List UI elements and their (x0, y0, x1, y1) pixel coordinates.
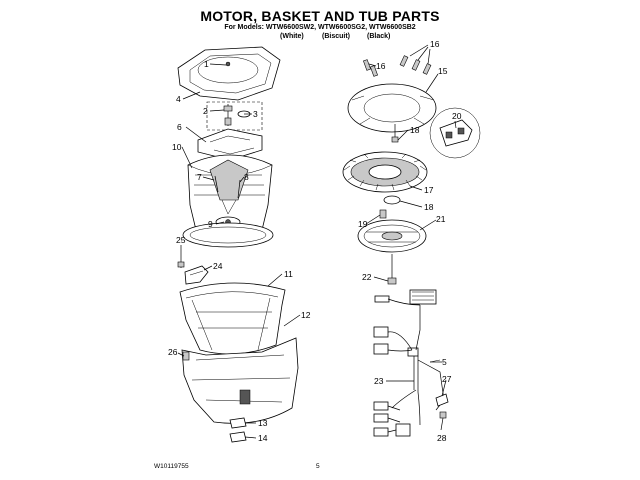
callout-15: 15 (438, 66, 448, 76)
callout-26: 26 (168, 347, 178, 357)
color-biscuit: (Biscuit) (322, 33, 350, 40)
part-22-rotor-nut (387, 254, 397, 285)
part-24-bracket (184, 265, 209, 285)
color-black: (Black) (367, 33, 391, 40)
callout-7: 7 (197, 172, 202, 182)
part-8-screw (237, 179, 241, 199)
callout-28: 28 (437, 433, 447, 443)
callout-17: 17 (424, 185, 434, 195)
part-4-balance-ring (177, 46, 281, 101)
tub-ring (182, 222, 274, 248)
callout-13: 13 (258, 418, 268, 428)
part-28-screw (439, 411, 447, 419)
callout-14: 14 (258, 433, 268, 443)
callout-22: 22 (362, 272, 372, 282)
part-25-screw (177, 248, 185, 268)
callout-20: 20 (452, 111, 462, 121)
part-20-sensor-bracket (429, 107, 481, 159)
part-6-agitator-cap (197, 128, 263, 161)
callout-6: 6 (177, 122, 182, 132)
leader-lines (177, 44, 457, 439)
callout-24: 24 (213, 261, 223, 271)
callout-3: 3 (253, 109, 258, 119)
part-16-pins (363, 55, 432, 77)
part-17-stator (342, 151, 428, 193)
page-title: MOTOR, BASKET AND TUB PARTS (200, 8, 440, 24)
callout-9: 9 (208, 219, 213, 229)
page-number: 5 (316, 463, 320, 470)
callout-25: 25 (176, 235, 186, 245)
part-7-screw (214, 175, 219, 193)
callout-27: 27 (442, 374, 452, 384)
callout-18-upper: 18 (410, 125, 420, 135)
callout-1: 1 (204, 59, 209, 69)
callout-18-lower: 18 (424, 202, 434, 212)
callout-2: 2 (203, 106, 208, 116)
model-list: For Models: WTW6600SW2, WTW6600SG2, WTW6… (224, 24, 416, 31)
part-15-mount-ring (347, 83, 437, 133)
part-27-clip (435, 393, 449, 407)
callout-16-right: 16 (430, 39, 440, 49)
callout-11: 11 (284, 269, 293, 279)
part-18-bolt-lower (383, 195, 401, 205)
callout-4: 4 (176, 94, 181, 104)
callout-16-left: 16 (376, 61, 386, 71)
document-number: W10119755 (154, 463, 189, 470)
callout-23: 23 (374, 376, 384, 386)
part-26-clip (182, 351, 190, 361)
part-18-bolt-upper (391, 124, 399, 143)
color-white: (White) (280, 33, 304, 40)
part-21-rotor (357, 219, 427, 253)
callout-21: 21 (436, 214, 446, 224)
callout-19: 19 (358, 219, 368, 229)
part-13-foot (229, 417, 247, 429)
part-12-tub-base (181, 337, 299, 424)
callout-5: 5 (442, 357, 447, 367)
part-19-washer (379, 209, 387, 219)
part-10-wash-basket (187, 154, 273, 238)
part-14-pad (229, 431, 247, 443)
part-2-bolt (223, 104, 233, 126)
callout-12: 12 (301, 310, 311, 320)
callout-8: 8 (244, 172, 249, 182)
part-23-wire-harness (373, 289, 445, 437)
part-11-outer-tub (179, 282, 286, 355)
callout-10: 10 (172, 142, 182, 152)
